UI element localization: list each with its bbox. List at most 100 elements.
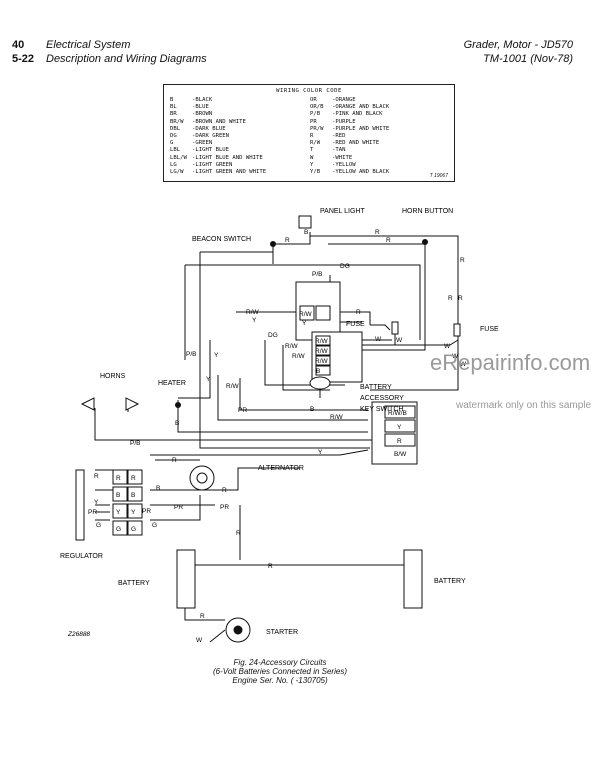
- wire-label-r: R: [460, 257, 465, 264]
- wire-label-r: R: [222, 487, 227, 494]
- wire-label-b: B: [316, 368, 320, 375]
- label-horns: HORNS: [100, 373, 126, 380]
- terminal-cell: [384, 433, 416, 447]
- legend-item: LBL/W-LIGHT BLUE AND WHITE: [170, 154, 263, 161]
- reg-label-y: Y: [116, 509, 121, 516]
- wire-label-pb: P/B: [130, 440, 140, 447]
- wire-pb-left: [199, 252, 370, 449]
- horn-right-symbol: [125, 397, 140, 411]
- terminal-label-r: R: [397, 438, 402, 445]
- label-accessory: ACCESSORY: [360, 395, 404, 402]
- wire-label-b: B: [310, 406, 314, 413]
- legend-item: LG-LIGHT GREEN: [170, 161, 233, 168]
- wire-heater-pb: [178, 372, 211, 399]
- reg-label-y: Y: [131, 509, 136, 516]
- section-number: 5-22: [12, 53, 35, 65]
- wire-horns-pb: [94, 408, 372, 441]
- watermark-note: watermark only on this sample: [456, 400, 592, 411]
- manual-number: TM-1001 (Nov-78): [483, 53, 573, 65]
- wire-label-y: Y: [94, 499, 99, 506]
- wire-label-g: G: [96, 522, 101, 529]
- wire-label-w: W: [375, 336, 382, 343]
- fuse-cell: [315, 345, 331, 356]
- wire-label-r: R: [285, 237, 290, 244]
- wire-label-b: B: [175, 420, 179, 427]
- wire-alt-b: [150, 480, 239, 491]
- wire-label-y: Y: [302, 320, 307, 327]
- watermark-site: eRepairinfo.com: [430, 350, 591, 375]
- wire-label-w: W: [196, 637, 203, 644]
- label-battery-junction: BATTERY: [360, 384, 392, 391]
- wire-label-y: Y: [214, 352, 219, 359]
- terminal-cell: [384, 405, 416, 419]
- legend-item: BR-BROWN: [170, 111, 213, 118]
- wire-label-r: R: [94, 473, 99, 480]
- caption-line-3: Engine Ser. No. ( -130705): [232, 676, 328, 685]
- wires: [94, 232, 459, 643]
- legend-item: B-BLACK: [170, 97, 213, 103]
- label-starter: STARTER: [266, 629, 298, 636]
- figure-caption: Fig. 24-Accessory Circuits (6-Volt Batte…: [185, 658, 375, 685]
- reg-label-r: R: [131, 475, 136, 482]
- label-panel-light: PANEL LIGHT: [320, 208, 365, 215]
- legend-item: OR/B-ORANGE AND BLACK: [310, 104, 390, 111]
- horn-button-symbol: [422, 239, 428, 245]
- wire-label-rw: R/W: [315, 338, 329, 345]
- wire-label-pr: PR: [220, 504, 229, 511]
- battery-left-symbol: [176, 549, 196, 609]
- wire-label-rw: R/W: [285, 343, 299, 350]
- wire-alt-out: [237, 467, 300, 480]
- caption-line-1: Fig. 24-Accessory Circuits: [233, 658, 327, 667]
- reg-terminal: [127, 486, 143, 502]
- fuse-cell: [315, 365, 331, 376]
- wire-heater-b: [177, 400, 368, 433]
- label-heater: HEATER: [158, 380, 186, 387]
- legend-item: OR-ORANGE: [310, 97, 356, 103]
- wire-label-pr: PR: [238, 407, 247, 414]
- regulator: [75, 469, 143, 541]
- panel-light-symbol: [298, 215, 312, 229]
- wire-label-r: R: [268, 563, 273, 570]
- starter-terminal: [233, 625, 243, 635]
- wire-r-fuse: [340, 311, 371, 325]
- legend-item: W-WHITE: [310, 154, 353, 161]
- reg-label-g: G: [116, 526, 121, 533]
- label-key-switch: KEY SWITCH: [360, 406, 403, 413]
- label-fuse-upper: FUSE: [346, 321, 365, 328]
- wiring-color-code-legend: WIRING COLOR CODE B-BLACK BL-BLUE BR-BRO…: [163, 84, 455, 182]
- label-fuse-right: FUSE: [480, 326, 499, 333]
- fuse-cell: [315, 335, 331, 346]
- section-subtitle: Description and Wiring Diagrams: [46, 53, 207, 65]
- legend-item: BL-BLUE: [170, 104, 209, 111]
- wire-alt-g: [150, 495, 201, 521]
- wire-label-dg: DG: [340, 263, 350, 270]
- fuse-cell: [299, 305, 315, 321]
- wire-label-w: W: [444, 343, 451, 350]
- wire-label-w: W: [452, 353, 459, 360]
- wire-label-rw: R/W: [226, 383, 240, 390]
- reg-label-b: B: [131, 492, 135, 499]
- fuse-cell: [315, 355, 331, 366]
- legend-item: Y/B-YELLOW AND BLACK: [310, 169, 390, 176]
- alternator-inner: [196, 472, 208, 484]
- wire-label-y: Y: [252, 317, 257, 324]
- legend-item: PR-PURPLE: [310, 118, 356, 125]
- section-title: Electrical System: [46, 39, 131, 51]
- legend-item: Y-YELLOW: [310, 161, 356, 168]
- legend-item: DG-DARK GREEN: [170, 133, 230, 140]
- wire-r-top: [273, 235, 459, 318]
- regulator-body: [75, 469, 85, 541]
- wire-r-down: [370, 340, 459, 391]
- wire-label-r: R: [386, 237, 391, 244]
- wire-label-rw: R/W: [315, 358, 329, 365]
- wire-label-dg: DG: [268, 332, 278, 339]
- wire-label-rw: R/W: [330, 414, 344, 421]
- legend-tag: T 19067: [429, 173, 448, 179]
- wire-label-r: R: [356, 309, 361, 316]
- reg-terminal: [112, 520, 128, 536]
- wire-label-bw: B/W: [394, 451, 407, 458]
- wire-dg: [185, 264, 421, 340]
- wire-label-r: R: [448, 295, 453, 302]
- legend-item: LBL-LIGHT BLUE: [170, 147, 230, 154]
